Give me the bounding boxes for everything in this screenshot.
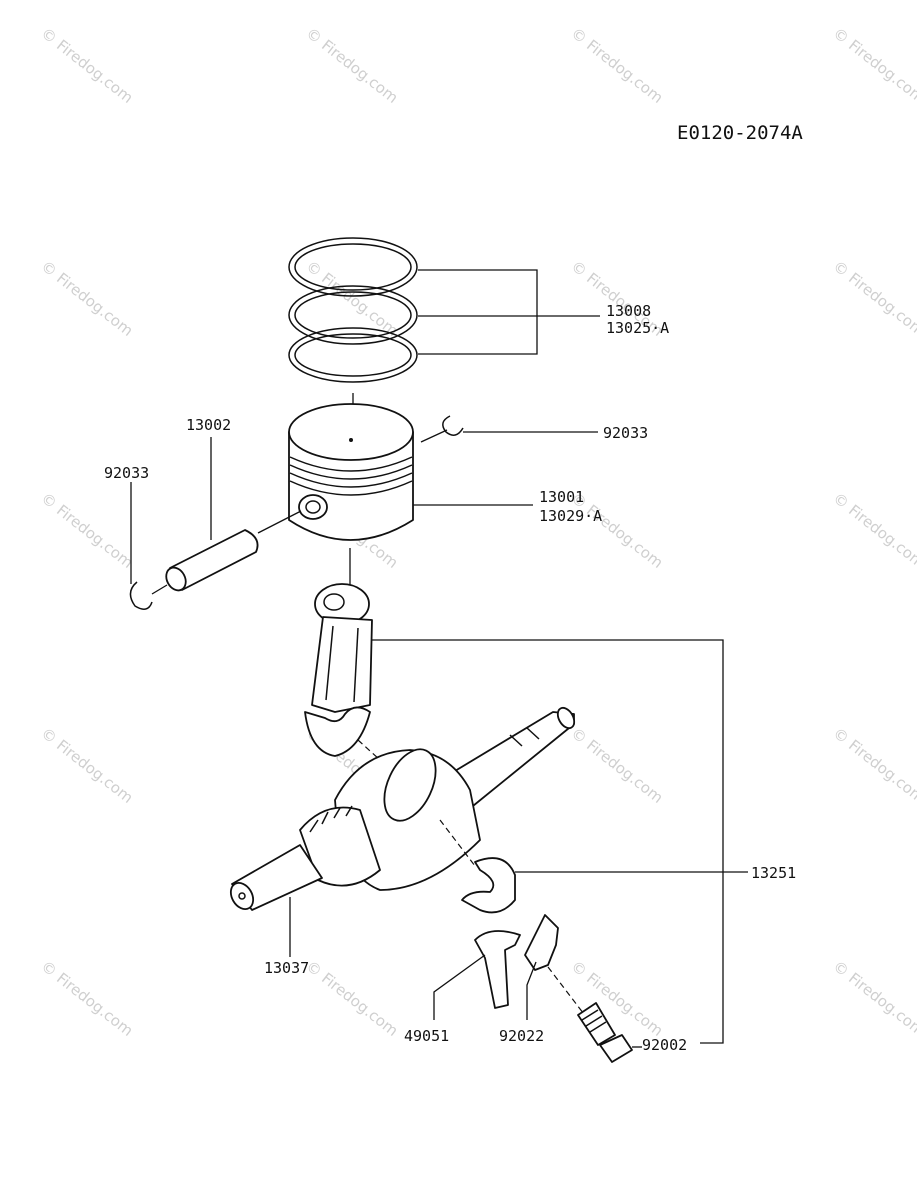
lock-plate xyxy=(524,914,559,971)
piston-pin xyxy=(165,529,259,592)
ring-groove xyxy=(289,472,413,488)
callout-ring-set: 13008 xyxy=(606,302,651,320)
main-shaft-end xyxy=(229,881,255,911)
callout-piston: 13001 xyxy=(539,488,584,506)
rod-rib xyxy=(353,627,359,703)
circlip-right xyxy=(442,415,464,436)
keyway xyxy=(526,727,540,740)
rod-set-leader xyxy=(372,639,724,1044)
oil-dipper-leader xyxy=(433,954,486,1020)
watermark: © Firedog.com xyxy=(38,957,137,1040)
watermark: © Firedog.com xyxy=(568,957,667,1040)
watermark: © Firedog.com xyxy=(303,24,402,107)
callout-circlip-right: 92033 xyxy=(603,424,648,442)
watermark: © Firedog.com xyxy=(303,957,402,1040)
keyway xyxy=(509,734,523,747)
watermark: © Firedog.com xyxy=(568,24,667,107)
connecting-rod xyxy=(304,583,373,757)
crank-pin-journal xyxy=(383,748,437,822)
watermark: © Firedog.com xyxy=(38,724,137,807)
piston-center-mark xyxy=(349,438,353,442)
rod-rib xyxy=(325,625,334,701)
ring-groove xyxy=(289,480,413,496)
assembly-line xyxy=(547,966,591,1023)
second-ring-inner xyxy=(294,291,412,339)
rod-bolt-head xyxy=(599,1034,633,1063)
watermark: © Firedog.com xyxy=(830,724,917,807)
watermark: © Firedog.com xyxy=(38,24,137,107)
top-ring-inner xyxy=(294,243,412,291)
callout-oil-dipper: 49051 xyxy=(404,1027,449,1045)
oil-dipper xyxy=(474,930,521,1009)
circlip-left xyxy=(129,581,153,610)
lock-plate-leader xyxy=(526,961,537,1020)
callout-crankshaft: 13037 xyxy=(264,959,309,977)
crankshaft xyxy=(229,706,576,911)
diagram-code: E0120-2074A xyxy=(677,122,803,144)
watermark: © Firedog.com xyxy=(830,957,917,1040)
watermark: © Firedog.com xyxy=(830,24,917,107)
thread-lines xyxy=(581,1009,607,1033)
piston-ring-set xyxy=(288,237,418,383)
watermark-group: © Firedog.com © Firedog.com © Firedog.co… xyxy=(38,24,917,1040)
rod-shank xyxy=(311,616,373,713)
pin-boss xyxy=(298,494,328,520)
gear-teeth xyxy=(309,805,353,833)
oil-ring xyxy=(288,327,418,383)
watermark: © Firedog.com xyxy=(568,724,667,807)
rod-bolt xyxy=(577,1002,633,1063)
watermark: © Firedog.com xyxy=(830,489,917,572)
ring-groove xyxy=(289,464,413,480)
center-hole xyxy=(238,892,246,900)
circlip-left-axis xyxy=(151,584,168,595)
callout-piston-pin: 13002 xyxy=(186,416,231,434)
rod-big-end xyxy=(304,706,371,757)
ring-set-leader xyxy=(418,269,600,355)
oil-ring-inner xyxy=(294,333,412,377)
callout-circlip-left: 92033 xyxy=(104,464,149,482)
crankshaft-shaft-end xyxy=(556,706,576,730)
piston-crown xyxy=(288,403,414,461)
pin-bore xyxy=(305,500,321,514)
watermark: © Firedog.com xyxy=(38,489,137,572)
rod-small-end-bore xyxy=(323,593,345,611)
callout-rod-bolt: 92002 xyxy=(642,1036,687,1054)
assembly-line xyxy=(357,739,381,761)
ring-groove xyxy=(289,456,413,472)
rod-bolt-thread xyxy=(577,1002,616,1046)
piston-pin-body xyxy=(169,529,259,591)
callout-lock-plate: 92022 xyxy=(499,1027,544,1045)
second-ring xyxy=(288,285,418,345)
timing-gear xyxy=(299,806,381,887)
callout-ring-set-alt: 13025·A xyxy=(606,319,669,337)
top-ring xyxy=(288,237,418,297)
watermark: © Firedog.com xyxy=(830,257,917,340)
pin-axis-line xyxy=(257,510,302,534)
callout-connecting-rod: 13251 xyxy=(751,864,796,882)
watermark: © Firedog.com xyxy=(38,257,137,340)
piston-pin-end xyxy=(165,566,187,592)
circlip-right-axis xyxy=(420,429,448,443)
rod-cap xyxy=(461,857,516,914)
piston xyxy=(288,403,414,541)
callout-piston-alt: 13029·A xyxy=(539,507,602,525)
